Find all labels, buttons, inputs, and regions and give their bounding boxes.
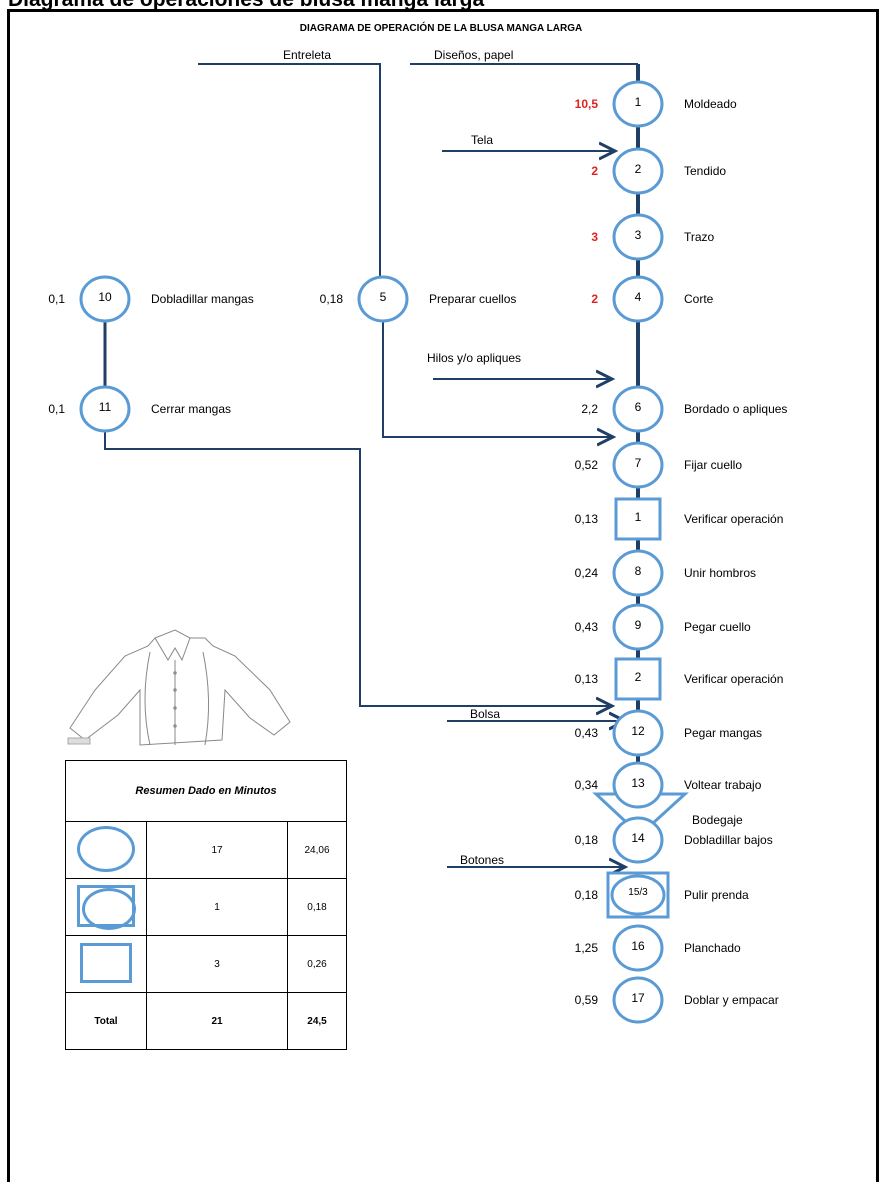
label-entreleta: Entreleta	[283, 48, 331, 62]
node-label: Dobladillar mangas	[151, 292, 254, 306]
node-number: 5	[363, 290, 403, 304]
node-time: 0,1	[5, 292, 65, 306]
node-time: 2	[538, 164, 598, 178]
label-disenos: Diseños, papel	[434, 48, 513, 62]
node-label: Verificar operación	[684, 512, 783, 526]
label-bolsa: Bolsa	[470, 707, 500, 721]
node-number: 8	[618, 564, 658, 578]
diagram-title: DIAGRAMA DE OPERACIÓN DE LA BLUSA MANGA …	[0, 23, 882, 34]
node-number: 10	[85, 290, 125, 304]
node-label: Planchado	[684, 941, 741, 955]
mangas-flow-line	[105, 430, 612, 706]
node-number: 3	[618, 228, 658, 242]
node-time: 2,2	[538, 402, 598, 416]
node-number: 16	[618, 939, 658, 953]
node-time: 0,18	[538, 833, 598, 847]
summary-minutes: 0,18	[288, 879, 347, 936]
node-time: 0,13	[538, 512, 598, 526]
node-time: 0,52	[538, 458, 598, 472]
node-number: 2	[618, 670, 658, 684]
node-label: Preparar cuellos	[429, 292, 516, 306]
node-time: 0,59	[538, 993, 598, 1007]
node-label: Moldeado	[684, 97, 737, 111]
node-time: 3	[538, 230, 598, 244]
node-label: Bordado o apliques	[684, 402, 787, 416]
node-time: 0,18	[283, 292, 343, 306]
summary-total-label: Total	[66, 993, 147, 1050]
node-number: 1	[618, 95, 658, 109]
summary-symbol-operation	[66, 822, 147, 879]
node-label: Unir hombros	[684, 566, 756, 580]
node-label: Trazo	[684, 230, 714, 244]
label-bodegaje: Bodegaje	[692, 813, 743, 827]
node-time: 2	[538, 292, 598, 306]
summary-symbol-combined	[66, 879, 147, 936]
node-label: Voltear trabajo	[684, 778, 761, 792]
node-label: Pulir prenda	[684, 888, 749, 902]
inspection-square-icon	[80, 943, 132, 983]
summary-total-count: 21	[147, 993, 288, 1050]
operation-circle-icon	[77, 826, 135, 872]
node-time: 0,13	[538, 672, 598, 686]
label-hilos: Hilos y/o apliques	[427, 351, 521, 365]
summary-count: 17	[147, 822, 288, 879]
node-label: Tendido	[684, 164, 726, 178]
node-time: 0,34	[538, 778, 598, 792]
entreleta-input-line	[198, 64, 380, 283]
label-botones: Botones	[460, 853, 504, 867]
node-number: 4	[618, 290, 658, 304]
summary-header: Resumen Dado en Minutos	[66, 761, 347, 822]
node-label: Pegar cuello	[684, 620, 751, 634]
node-number: 2	[618, 162, 658, 176]
node-time: 0,24	[538, 566, 598, 580]
node-time: 1,25	[538, 941, 598, 955]
node-time: 10,5	[538, 97, 598, 111]
node-number: 1	[618, 510, 658, 524]
summary-minutes: 24,06	[288, 822, 347, 879]
node-number: 6	[618, 400, 658, 414]
node-number: 15/3	[618, 886, 658, 900]
node-time: 0,1	[5, 402, 65, 416]
summary-symbol-inspection	[66, 936, 147, 993]
combined-activity-icon	[77, 885, 135, 927]
node-time: 0,43	[538, 726, 598, 740]
node-label: Fijar cuello	[684, 458, 742, 472]
node-label: Pegar mangas	[684, 726, 762, 740]
summary-minutes: 0,26	[288, 936, 347, 993]
node-time: 0,18	[538, 888, 598, 902]
node-number: 9	[618, 618, 658, 632]
node-label: Dobladillar bajos	[684, 833, 773, 847]
summary-table: Resumen Dado en Minutos 17 24,06 1 0,18 …	[65, 760, 347, 1050]
summary-count: 1	[147, 879, 288, 936]
node-time: 0,43	[538, 620, 598, 634]
blouse-illustration	[68, 630, 290, 745]
node-label: Doblar y empacar	[684, 993, 779, 1007]
summary-total-minutes: 24,5	[288, 993, 347, 1050]
node-number: 14	[618, 831, 658, 845]
node-label: Corte	[684, 292, 713, 306]
node-label: Verificar operación	[684, 672, 783, 686]
node-number: 17	[618, 991, 658, 1005]
label-tela: Tela	[471, 133, 493, 147]
node-number: 13	[618, 776, 658, 790]
summary-count: 3	[147, 936, 288, 993]
node-number: 11	[85, 400, 125, 414]
node-label: Cerrar mangas	[151, 402, 231, 416]
node-number: 7	[618, 456, 658, 470]
node-number: 12	[618, 724, 658, 738]
